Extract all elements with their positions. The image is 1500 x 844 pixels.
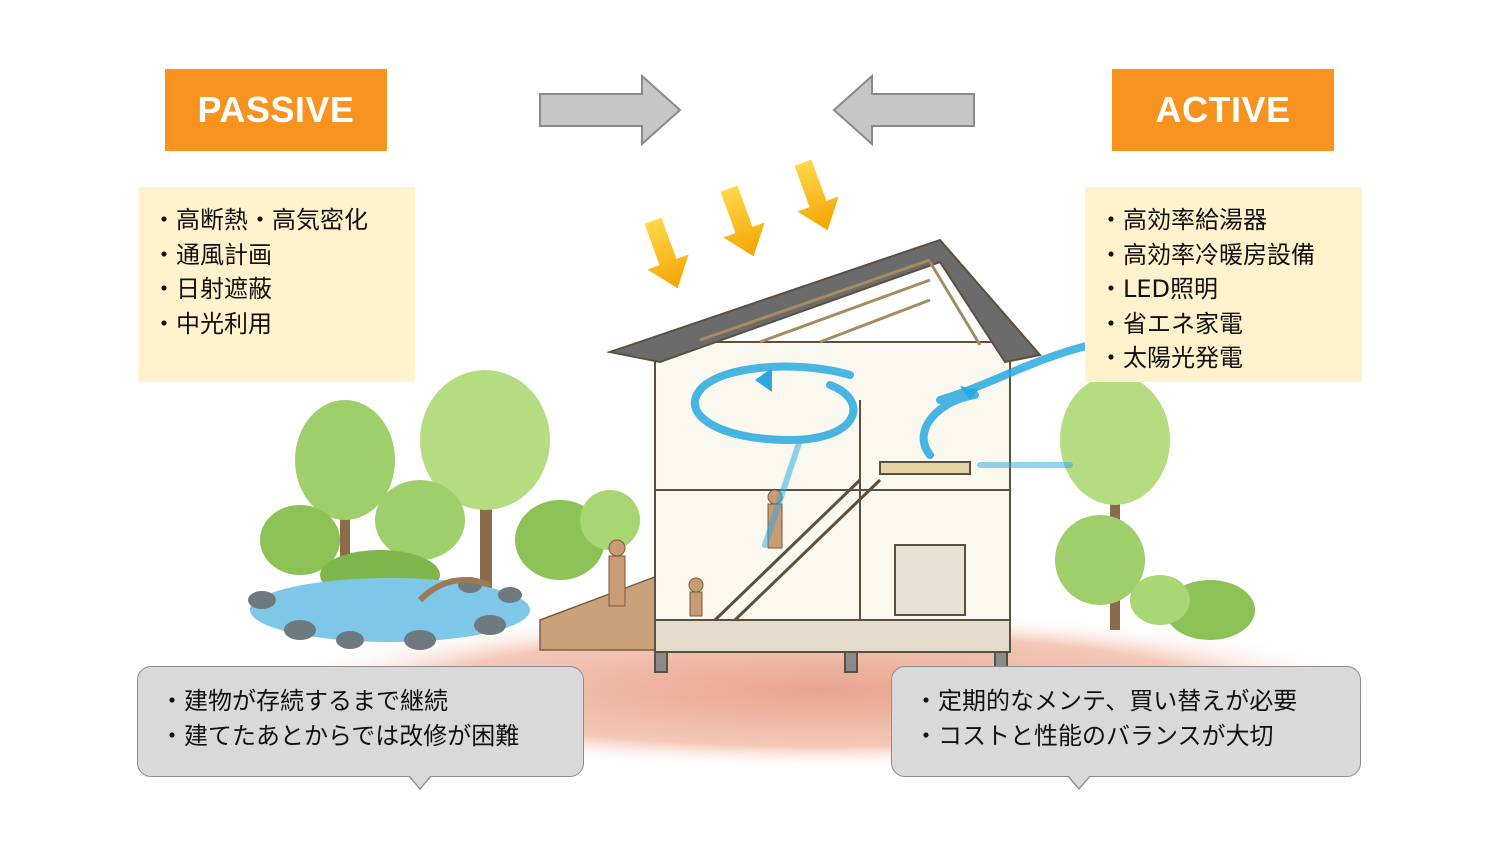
wood-deck bbox=[539, 573, 661, 651]
airflow-arrows bbox=[690, 341, 1094, 548]
passive-feature-item: ・日射遮蔽 bbox=[152, 275, 272, 303]
active-drawbacks-callout: ・定期的なメンテ、買い替えが必要 ・コストと性能のバランスが大切 bbox=[891, 666, 1361, 790]
active-drawback-item: ・定期的なメンテ、買い替えが必要 bbox=[914, 687, 1298, 715]
passive-label: PASSIVE bbox=[165, 69, 387, 151]
trees-left bbox=[260, 370, 640, 600]
passive-feature-item: ・高断熱・高気密化 bbox=[152, 206, 368, 234]
passive-feature-item: ・中光利用 bbox=[152, 309, 272, 338]
callout-tail-fill bbox=[409, 775, 431, 788]
trees-right bbox=[1055, 375, 1255, 640]
active-features: ・高効率給湯器 ・高効率冷暖房設備 ・LED照明 ・省エネ家電 ・太陽光発電 bbox=[1085, 187, 1362, 382]
active-feature-item: ・高効率冷暖房設備 bbox=[1099, 240, 1315, 269]
callout-tail-fill bbox=[1068, 775, 1090, 788]
people bbox=[608, 489, 783, 617]
sun-ray-arrow-icon bbox=[644, 159, 839, 289]
active-feature-item: ・太陽光発電 bbox=[1099, 344, 1243, 372]
passive-feature-item: ・通風計画 bbox=[152, 240, 272, 269]
passive-features: ・高断熱・高気密化 ・通風計画 ・日射遮蔽 ・中光利用 bbox=[138, 187, 415, 382]
active-feature-item: ・LED照明 bbox=[1099, 275, 1219, 303]
active-feature-item: ・高効率給湯器 bbox=[1099, 206, 1267, 234]
passive-drawback-item: ・建物が存続するまで継続 bbox=[160, 687, 448, 715]
active-feature-item: ・省エネ家電 bbox=[1099, 309, 1243, 338]
pond-rocks bbox=[248, 577, 522, 650]
pond bbox=[250, 578, 530, 642]
house bbox=[606, 238, 1042, 673]
arrow-right-icon bbox=[539, 73, 682, 147]
passive-drawback-item: ・建てたあとからでは改修が困難 bbox=[160, 722, 520, 750]
passive-drawbacks-callout: ・建物が存続するまで継続 ・建てたあとからでは改修が困難 bbox=[137, 666, 584, 790]
active-drawback-item: ・コストと性能のバランスが大切 bbox=[914, 722, 1274, 750]
active-label: ACTIVE bbox=[1112, 69, 1334, 151]
arrow-left-icon bbox=[832, 73, 975, 147]
